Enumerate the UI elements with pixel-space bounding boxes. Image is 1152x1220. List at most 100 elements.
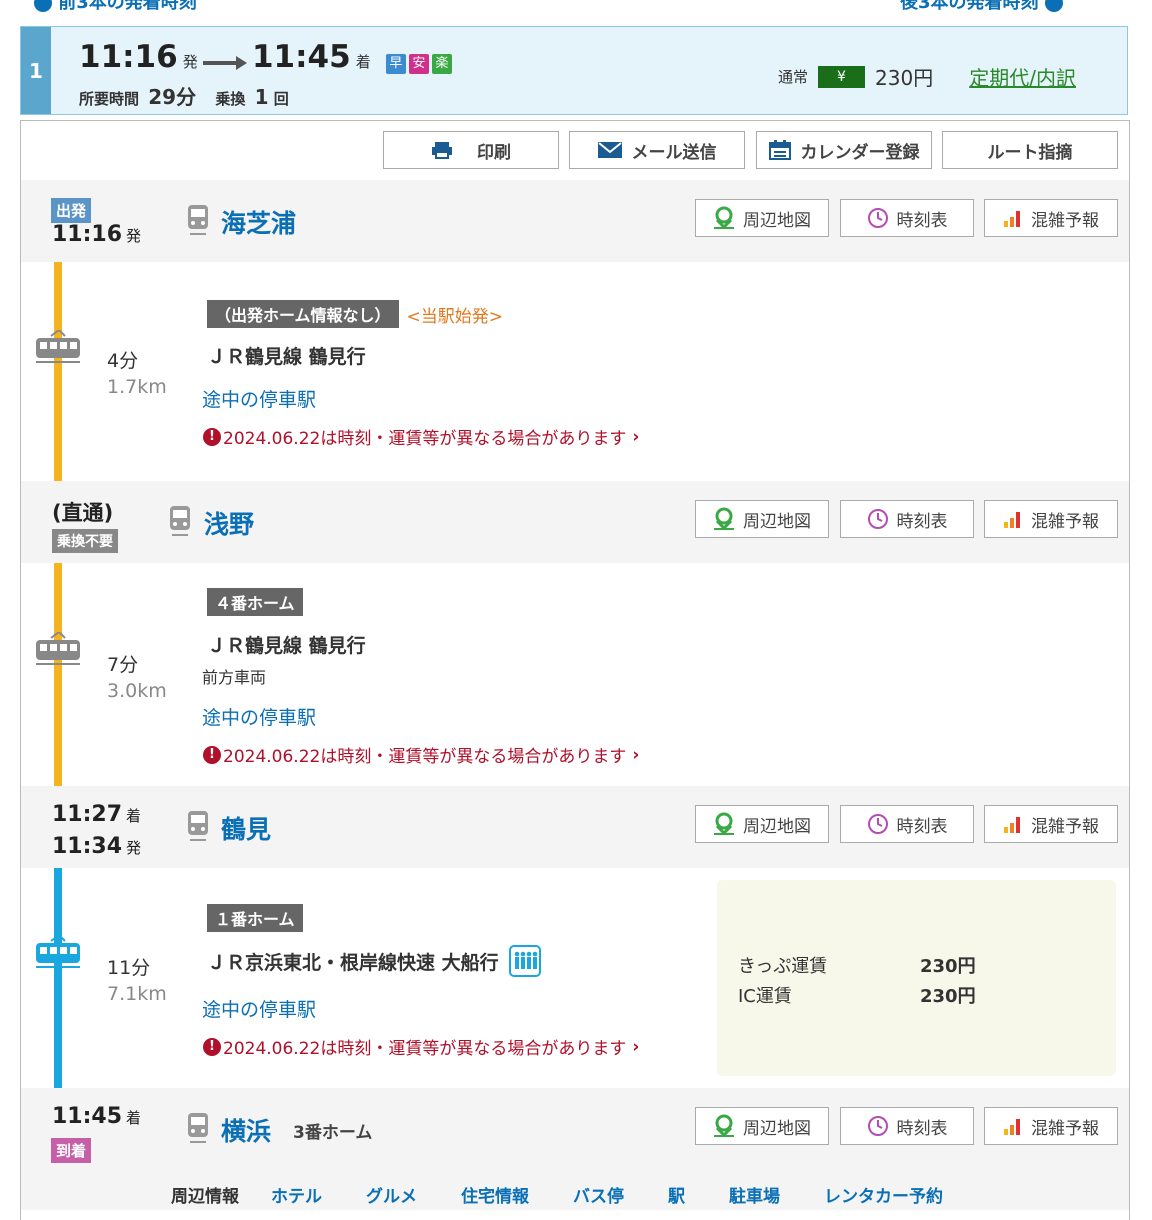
transfer-label: 乗換: [215, 90, 246, 108]
bar-chart-icon: [1004, 1119, 1020, 1135]
station-train-icon: [188, 811, 208, 841]
congestion-label: 混雑予報: [1031, 511, 1099, 532]
chevron-right-icon: ›: [632, 1036, 640, 1057]
duration-label: 所要時間: [79, 90, 140, 108]
route-line-blue: [54, 868, 62, 1088]
station-row-asano: (直通) 乗換不要 浅野 周辺地図 時刻表 混雑予報: [21, 481, 1129, 563]
area-map-label: 周辺地図: [743, 816, 811, 837]
segment-duration: 4分: [107, 350, 139, 372]
station-link[interactable]: 駅: [668, 1187, 685, 1207]
area-map-label: 周辺地図: [743, 210, 811, 231]
intermediate-stops-link[interactable]: 途中の停車駅: [202, 707, 317, 729]
intermediate-stops-link[interactable]: 途中の停車駅: [202, 389, 317, 411]
station-name[interactable]: 横浜: [221, 1117, 272, 1146]
fast-badge-icon: 早: [385, 54, 406, 74]
calendar-icon: [768, 140, 791, 160]
print-button[interactable]: 印刷: [383, 131, 559, 169]
clock-icon: [867, 208, 888, 228]
area-map-label: 周辺地図: [743, 1118, 811, 1139]
congestion-label: 混雑予報: [1031, 816, 1099, 837]
area-info-bar: 周辺情報 ホテル グルメ 住宅情報 バス停 駅 駐車場 レンタカー予約: [171, 1182, 943, 1207]
train-icon: [36, 330, 80, 363]
schedule-warning-link[interactable]: ! 2024.06.22は時刻・運賃等が異なる場合があります ›: [203, 1034, 639, 1059]
bus-stop-link[interactable]: バス停: [573, 1187, 624, 1207]
chevron-right-icon: ›: [632, 744, 640, 765]
congestion-label: 混雑予報: [1031, 210, 1099, 231]
segment-distance: 1.7km: [107, 376, 167, 398]
area-map-button[interactable]: 周辺地図: [695, 500, 829, 538]
congestion-button[interactable]: 混雑予報: [984, 500, 1118, 538]
alert-icon: !: [203, 427, 221, 446]
next-trains-link[interactable]: 後3本の発着時刻: [900, 0, 1063, 14]
fare-label: 通常: [778, 68, 809, 86]
platform-tag: （出発ホーム情報なし）: [207, 300, 399, 328]
segment-distance: 3.0km: [107, 680, 167, 702]
departure-tag: 出発: [51, 198, 92, 223]
printer-icon: [432, 142, 452, 159]
yen-icon: ¥: [818, 65, 866, 88]
schedule-warning-link[interactable]: ! 2024.06.22は時刻・運賃等が異なる場合があります ›: [203, 742, 639, 767]
timetable-button[interactable]: 時刻表: [840, 1107, 974, 1145]
map-pin-icon: [714, 812, 734, 836]
prev-trains-link[interactable]: 前3本の発着時刻: [34, 0, 197, 14]
area-map-button[interactable]: 周辺地図: [695, 199, 829, 237]
clock-icon: [867, 1116, 888, 1136]
area-map-button[interactable]: 周辺地図: [695, 805, 829, 843]
gourmet-link[interactable]: グルメ: [366, 1187, 417, 1207]
calendar-button[interactable]: カレンダー登録: [756, 131, 932, 169]
ic-fare-value: 230円: [920, 986, 976, 1007]
housing-link[interactable]: 住宅情報: [461, 1187, 529, 1207]
mail-button[interactable]: メール送信: [569, 131, 745, 169]
print-label: 印刷: [477, 142, 511, 163]
arrive-time: 11:45: [251, 39, 351, 75]
congestion-button[interactable]: 混雑予報: [984, 199, 1118, 237]
train-name: ＪＲ京浜東北・根岸線快速 大船行: [207, 951, 499, 974]
departure-time: 11:34: [52, 834, 123, 859]
chevron-left-icon: [34, 0, 52, 12]
arrival-time: 11:45: [52, 1104, 123, 1129]
route-report-button[interactable]: ルート指摘: [942, 131, 1118, 169]
mail-label: メール送信: [631, 142, 717, 163]
schedule-warning-link[interactable]: ! 2024.06.22は時刻・運賃等が異なる場合があります ›: [203, 424, 639, 449]
rental-car-link[interactable]: レンタカー予約: [824, 1187, 943, 1207]
ic-fare-label: IC運賃: [738, 986, 792, 1007]
segment-distance: 7.1km: [107, 983, 167, 1005]
warning-text: 2024.06.22は時刻・運賃等が異なる場合があります: [223, 429, 627, 449]
arrival-platform: 3番ホーム: [293, 1123, 373, 1143]
women-only-car-icon[interactable]: [508, 945, 541, 977]
station-name[interactable]: 海芝浦: [221, 209, 297, 238]
station-train-icon: [170, 506, 190, 536]
next-trains-label: 後3本の発着時刻: [900, 0, 1039, 13]
parking-link[interactable]: 駐車場: [729, 1187, 780, 1207]
station-name[interactable]: 浅野: [204, 510, 255, 539]
route-number: 1: [21, 27, 51, 114]
transfer-unit: 回: [273, 90, 289, 108]
congestion-button[interactable]: 混雑予報: [984, 805, 1118, 843]
commuter-pass-link[interactable]: 定期代/内訳: [969, 66, 1076, 90]
congestion-button[interactable]: 混雑予報: [984, 1107, 1118, 1145]
station-train-icon: [188, 1113, 208, 1143]
station-time: 11:16: [52, 222, 123, 247]
segment-duration: 11分: [107, 957, 151, 979]
train-name: ＪＲ鶴見線 鶴見行: [207, 346, 366, 368]
hotel-link[interactable]: ホテル: [271, 1187, 322, 1207]
map-pin-icon: [714, 1114, 734, 1138]
area-map-button[interactable]: 周辺地図: [695, 1107, 829, 1145]
route-summary: 1 11:16 発 11:45 着 早安楽 所要時間 29分 乗換 1 回 通常…: [20, 26, 1128, 115]
prev-trains-label: 前3本の発着時刻: [58, 0, 197, 13]
mail-icon: [597, 142, 622, 158]
station-name[interactable]: 鶴見: [221, 815, 272, 844]
ticket-fare-label: きっぷ運賃: [738, 956, 828, 977]
timetable-button[interactable]: 時刻表: [840, 500, 974, 538]
timetable-button[interactable]: 時刻表: [840, 199, 974, 237]
timetable-label: 時刻表: [896, 210, 948, 231]
train-icon: [36, 632, 80, 665]
map-pin-icon: [714, 206, 734, 230]
car-position: 前方車両: [202, 668, 267, 687]
timetable-button[interactable]: 時刻表: [840, 805, 974, 843]
easy-badge-icon: 楽: [431, 54, 452, 74]
depart-time: 11:16: [79, 39, 178, 75]
intermediate-stops-link[interactable]: 途中の停車駅: [202, 999, 317, 1021]
